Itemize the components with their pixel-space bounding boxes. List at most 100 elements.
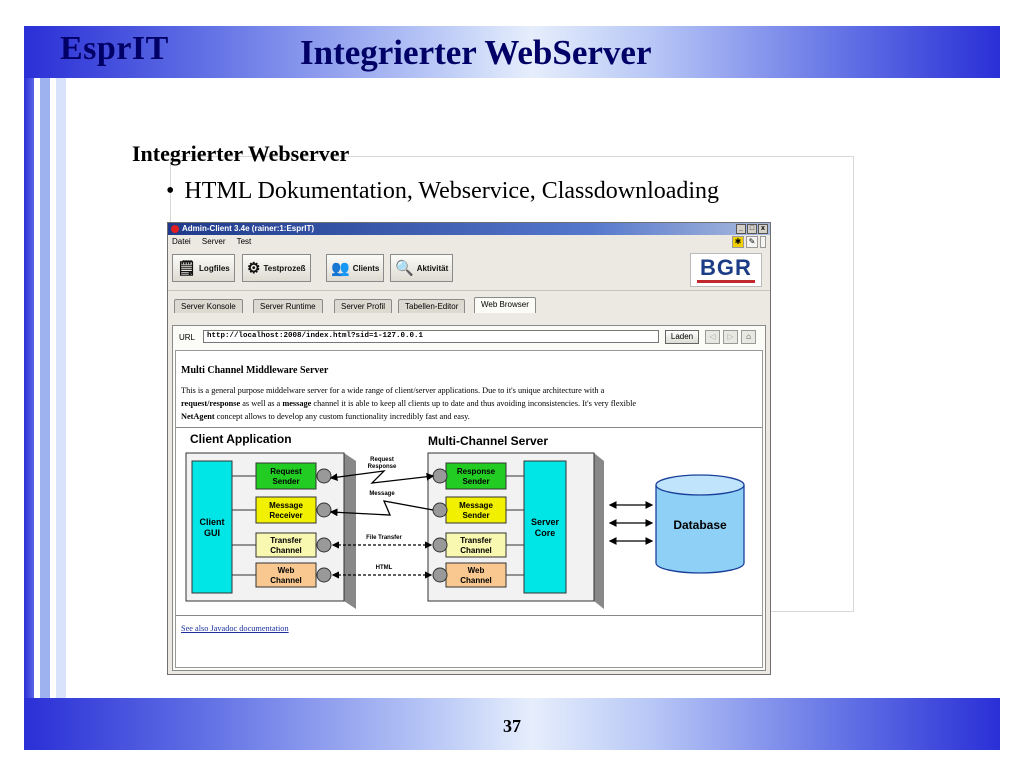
bgr-logo-text: BGR bbox=[700, 255, 752, 280]
server-box-4-line-2: Channel bbox=[460, 576, 492, 585]
load-button[interactable]: Laden bbox=[665, 330, 699, 344]
server-box-web-channel bbox=[445, 562, 507, 588]
toolbar: 🗒 Logfiles ⚙ Testprozeß 👥 Clients 🔍 Akti… bbox=[168, 249, 770, 291]
server-port-2 bbox=[432, 502, 448, 518]
menu-icons: ✱ ✎ bbox=[732, 236, 766, 248]
app-icon bbox=[171, 225, 179, 233]
client-box-2-line-2: Receiver bbox=[269, 511, 302, 520]
minimize-button[interactable]: _ bbox=[736, 224, 746, 234]
doc-text-4: concept allows to develop any custom fun… bbox=[214, 412, 470, 421]
grip-icon bbox=[760, 236, 766, 248]
bullet-mark: • bbox=[166, 178, 175, 204]
doc-text-3: channel it is able to keep all clients u… bbox=[311, 399, 637, 408]
server-box-1-line-1: Response bbox=[457, 467, 496, 476]
server-core-box bbox=[523, 460, 567, 594]
multi-channel-server-title: Multi-Channel Server bbox=[428, 434, 548, 448]
gears-icon: ⚙ bbox=[247, 259, 261, 277]
doc-title: Multi Channel Middleware Server bbox=[181, 365, 329, 376]
server-boxes: Response Sender Message Sender Transfer … bbox=[445, 462, 507, 588]
tab-server-konsole[interactable]: Server Konsole bbox=[174, 299, 243, 313]
testprozess-label: Testprozeß bbox=[263, 263, 306, 273]
tab-server-profil[interactable]: Server Profil bbox=[334, 299, 393, 313]
url-row: URL http://localhost:2008/index.html?sid… bbox=[173, 326, 765, 348]
aktivitaet-button[interactable]: 🔍 Aktivität bbox=[390, 254, 454, 282]
client-port-3 bbox=[316, 537, 332, 553]
url-label: URL bbox=[179, 333, 196, 342]
server-box-3-line-2: Channel bbox=[460, 546, 492, 555]
link-label-file-transfer: File Transfer bbox=[366, 535, 402, 541]
window-titlebar[interactable]: Admin-Client 3.4e (rainer:1:EsprIT) _ □ … bbox=[168, 223, 770, 235]
menubar: Datei Server Test ✱ ✎ bbox=[168, 235, 770, 249]
bgr-logo: BGR bbox=[690, 253, 762, 287]
footer-band bbox=[24, 698, 1000, 750]
home-icon: ⌂ bbox=[746, 332, 751, 341]
client-box-2-line-1: Message bbox=[269, 501, 303, 510]
left-bar-3 bbox=[56, 78, 66, 698]
tab-web-browser[interactable]: Web Browser bbox=[474, 297, 536, 313]
menu-server[interactable]: Server bbox=[201, 237, 226, 246]
browser-view[interactable]: Multi Channel Middleware Server This is … bbox=[175, 350, 763, 668]
client-box-3-line-2: Channel bbox=[270, 546, 302, 555]
server-panel-side bbox=[594, 453, 604, 609]
client-box-4-line-1: Web bbox=[278, 566, 295, 575]
client-box-1-line-2: Sender bbox=[272, 477, 299, 486]
doc-divider-top bbox=[176, 427, 762, 428]
tab-tabellen-editor[interactable]: Tabellen-Editor bbox=[398, 299, 466, 313]
close-button[interactable]: x bbox=[758, 224, 768, 234]
slide-title: Integrierter WebServer bbox=[300, 33, 652, 72]
forward-icon: ▷ bbox=[727, 332, 734, 341]
client-application-title: Client Application bbox=[190, 432, 292, 446]
client-box-message-receiver bbox=[255, 496, 317, 524]
database-body bbox=[655, 485, 745, 574]
server-core-label-2: Core bbox=[535, 528, 556, 538]
maximize-button[interactable]: □ bbox=[747, 224, 757, 234]
left-bar-2 bbox=[40, 78, 50, 698]
aktivitaet-label: Aktivität bbox=[416, 263, 449, 273]
window-title: Admin-Client 3.4e (rainer:1:EsprIT) bbox=[182, 224, 315, 233]
clients-button[interactable]: 👥 Clients bbox=[326, 254, 385, 282]
testprozess-button[interactable]: ⚙ Testprozeß bbox=[242, 254, 311, 282]
link-label-request: Request bbox=[370, 457, 394, 463]
logfiles-button[interactable]: 🗒 Logfiles bbox=[172, 254, 235, 282]
server-box-3-line-1: Transfer bbox=[460, 536, 492, 545]
forward-button[interactable]: ▷ bbox=[723, 330, 738, 344]
notepad-icon: 🗒 bbox=[177, 259, 197, 277]
window-controls: _ □ x bbox=[736, 224, 768, 234]
clients-label: Clients bbox=[352, 263, 380, 273]
client-gui-box bbox=[191, 460, 233, 594]
doc-strong-netagent: NetAgent bbox=[181, 412, 215, 421]
client-box-1-line-1: Request bbox=[270, 467, 302, 476]
client-box-transfer-channel bbox=[255, 532, 317, 558]
url-input[interactable]: http://localhost:2008/index.html?sid=1-1… bbox=[203, 330, 659, 343]
pen-icon[interactable]: ✎ bbox=[746, 236, 758, 248]
magnifier-icon: 🔍 bbox=[395, 259, 414, 277]
client-boxes: Request Sender Message Receiver Transfer… bbox=[255, 462, 317, 588]
server-port-3 bbox=[432, 537, 448, 553]
server-port-4 bbox=[432, 567, 448, 583]
message-arrow bbox=[329, 500, 434, 517]
bgr-logo-bar bbox=[697, 280, 755, 283]
server-port-1 bbox=[432, 468, 448, 484]
brand-logo: EsprIT bbox=[60, 30, 169, 67]
database-top bbox=[655, 474, 745, 496]
menu-test[interactable]: Test bbox=[236, 237, 252, 246]
server-box-2-line-1: Message bbox=[459, 501, 493, 510]
architecture-diagram: Client Application Client GUI Request Se… bbox=[185, 432, 745, 609]
home-button[interactable]: ⌂ bbox=[741, 330, 756, 344]
client-box-3-line-1: Transfer bbox=[270, 536, 302, 545]
client-gui-label-1: Client bbox=[199, 517, 224, 527]
server-box-1-line-2: Sender bbox=[462, 477, 489, 486]
left-bar-1 bbox=[24, 78, 34, 698]
javadoc-link[interactable]: See also Javadoc documentation bbox=[181, 624, 289, 633]
menu-datei[interactable]: Datei bbox=[172, 237, 191, 246]
tab-server-runtime[interactable]: Server Runtime bbox=[253, 299, 323, 313]
back-button[interactable]: ◁ bbox=[705, 330, 720, 344]
client-panel-side bbox=[344, 453, 356, 609]
doc-text-2: as well as a bbox=[240, 399, 283, 408]
link-label-response: Response bbox=[368, 464, 397, 470]
bullet-item: •HTML Dokumentation, Webservice, Classdo… bbox=[166, 178, 719, 205]
runner-icon[interactable]: ✱ bbox=[732, 236, 744, 248]
client-port-1 bbox=[316, 468, 332, 484]
doc-paragraph: This is a general purpose middelware ser… bbox=[181, 384, 761, 423]
client-port-2 bbox=[316, 502, 332, 518]
